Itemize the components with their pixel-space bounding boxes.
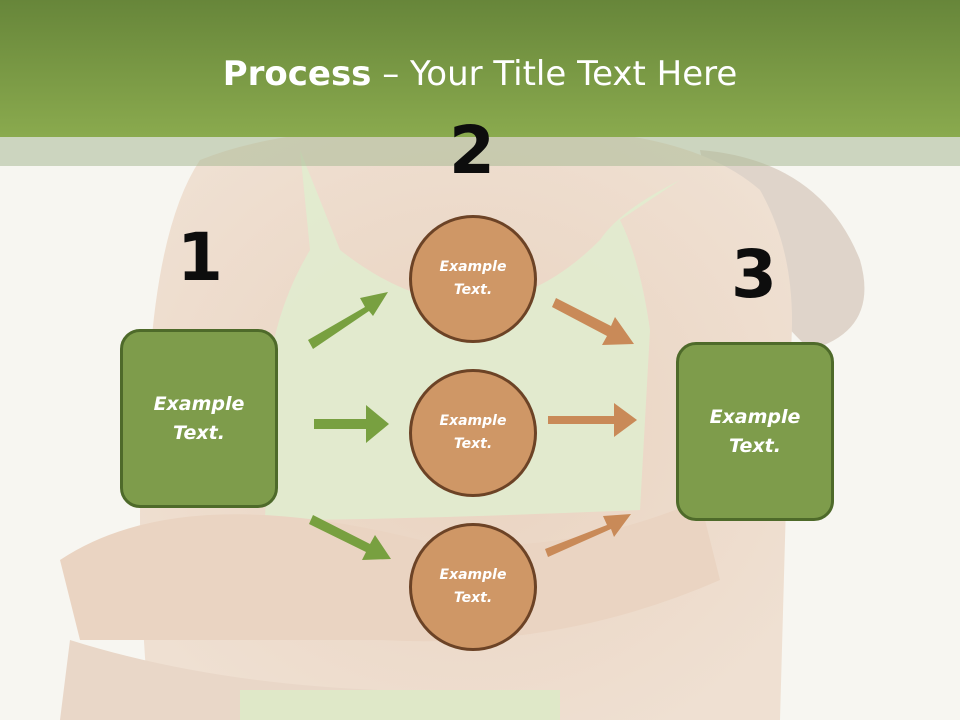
step-number-1: 1 (177, 219, 223, 296)
arrow-right-icon (548, 403, 637, 437)
green-arrows (308, 292, 391, 560)
arrow-right-up-icon (545, 514, 631, 557)
arrow-right-up-icon (308, 292, 388, 349)
process-circle-top: Example Text. (409, 215, 537, 343)
arrow-right-down-icon (552, 298, 634, 345)
circle-label: Example Text. (439, 413, 507, 452)
arrow-right-down-icon (309, 515, 391, 560)
right-process-box: Example Text. (676, 342, 834, 521)
title-bold-part: Process (222, 54, 372, 94)
process-circle-bottom: Example Text. (409, 523, 537, 651)
right-box-label: Example Text. (709, 405, 801, 457)
left-box-label: Example Text. (153, 392, 245, 444)
slide-title: Process – Your Title Text Here (0, 52, 960, 96)
circle-label: Example Text. (439, 259, 507, 298)
title-banner-strip (0, 137, 960, 166)
step-number-2: 2 (449, 112, 495, 189)
step-number-3: 3 (731, 236, 777, 313)
circle-label: Example Text. (439, 567, 507, 606)
left-process-box: Example Text. (120, 329, 278, 508)
tan-arrows (545, 298, 637, 557)
arrow-right-icon (314, 405, 389, 443)
title-rest-part: – Your Title Text Here (371, 54, 738, 94)
process-circle-middle: Example Text. (409, 369, 537, 497)
title-banner (0, 0, 960, 137)
